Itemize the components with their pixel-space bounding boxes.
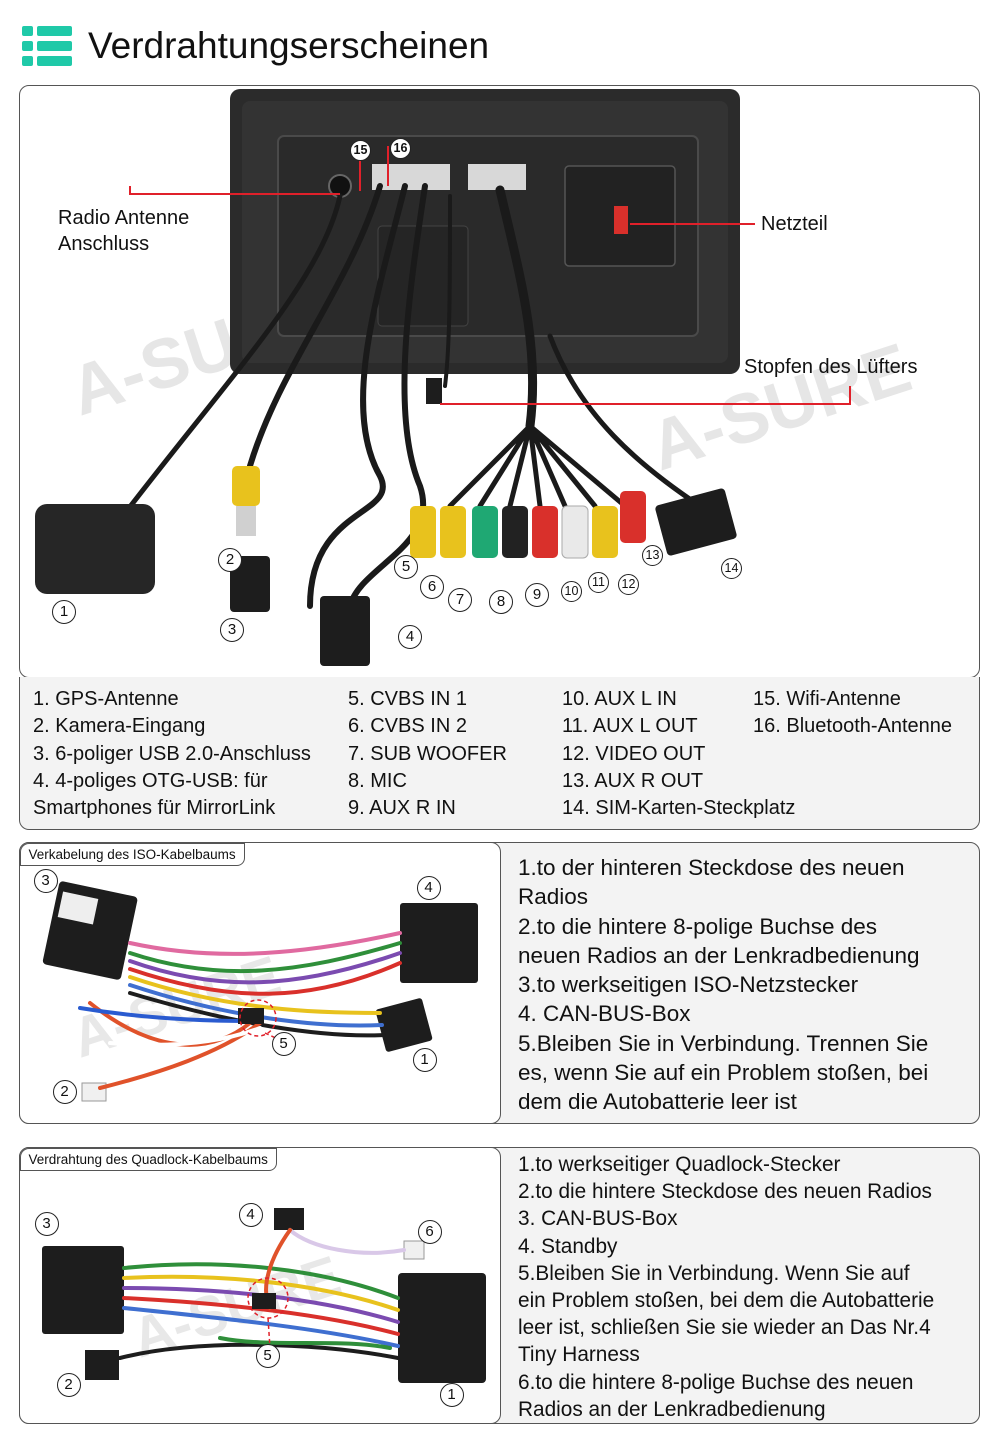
iso-line: neuen Radios an der Lenkradbedienung (518, 942, 920, 968)
marker-1: 1 (52, 600, 76, 624)
radio-back-illustration: A-SURE A-SURE (35, 89, 920, 666)
iso-line: es, wenn Sie auf ein Problem stoßen, bei (518, 1060, 929, 1086)
quad-marker-6: 6 (417, 1219, 442, 1244)
iso-marker-4: 4 (416, 875, 441, 900)
legend-item: 9. AUX R IN (348, 797, 456, 820)
marker-11: 11 (588, 572, 609, 593)
legend-item: 13. AUX R OUT (562, 769, 704, 792)
iso-marker-5: 5 (271, 1031, 296, 1056)
quadlock-line: Tiny Harness (518, 1343, 640, 1367)
quadlock-description: 1.to werkseitiger Quadlock-Stecker 2.to … (518, 1151, 934, 1423)
radio-antenna-callout: Radio Antenne Anschluss (58, 207, 190, 255)
quadlock-line: 1.to werkseitiger Quadlock-Stecker (518, 1153, 841, 1176)
page-title: Verdrahtungserscheinen (88, 25, 490, 66)
quadlock-image-area: A-SURE (18, 1146, 501, 1424)
marker-14: 14 (721, 558, 742, 579)
legend-item: 6. CVBS IN 2 (348, 715, 467, 738)
legend-item: 7. SUB WOOFER (348, 742, 507, 765)
quad-marker-1: 1 (439, 1382, 464, 1407)
marker-16: 16 (390, 138, 411, 159)
quadlock-line: 6.to die hintere 8-polige Buchse des neu… (518, 1370, 914, 1394)
legend-col-4: 15. Wifi-Antenne 16. Bluetooth-Antenne (753, 686, 952, 741)
iso-harness-illustration: A-SURE (42, 880, 478, 1101)
iso-line: Radios (518, 884, 589, 910)
legend-col-2: 5. CVBS IN 1 6. CVBS IN 2 7. SUB WOOFER … (348, 686, 507, 822)
marker-13: 13 (642, 545, 663, 566)
iso-marker-1: 1 (412, 1047, 437, 1072)
quadlock-harness-illustration: A-SURE (41, 1207, 486, 1383)
legend-item: 4. 4-poliges OTG-USB: für (33, 769, 268, 792)
legend-item: 3. 6-poliger USB 2.0-Anschluss (33, 742, 311, 765)
legend-item: 12. VIDEO OUT (562, 742, 706, 765)
legend-item: 8. MIC (348, 769, 407, 792)
iso-description: 1.to der hinteren Steckdose des neuen Ra… (518, 853, 928, 1117)
legend-col-1: 1. GPS-Antenne 2. Kamera-Eingang 3. 6-po… (33, 686, 311, 822)
legend-item: 10. AUX L IN (562, 688, 677, 710)
marker-4: 4 (398, 625, 422, 649)
marker-9: 9 (525, 583, 549, 607)
iso-image-area: A-SURE (18, 841, 501, 1124)
quad-marker-2: 2 (56, 1372, 81, 1397)
quadlock-line: 5.Bleiben Sie in Verbindung. Wenn Sie au… (518, 1261, 910, 1285)
iso-line: 1.to der hinteren Steckdose des neuen (518, 855, 905, 880)
legend-item: 5. CVBS IN 1 (348, 688, 467, 710)
connector-legend: 1. GPS-Antenne 2. Kamera-Eingang 3. 6-po… (19, 677, 980, 830)
quadlock-tab-label: Verdrahtung des Quadlock-Kabelbaums (19, 1147, 277, 1171)
quadlock-line: Radios an der Lenkradbedienung (518, 1397, 826, 1421)
quadlock-line: 4. Standby (518, 1234, 618, 1258)
legend-item: 14. SIM-Karten-Steckplatz (562, 797, 796, 820)
quad-marker-3: 3 (34, 1211, 59, 1236)
list-icon (22, 26, 72, 66)
marker-8: 8 (489, 590, 513, 614)
quad-marker-4: 4 (238, 1202, 263, 1227)
iso-line: 2.to die hintere 8-polige Buchse des (518, 913, 877, 939)
iso-tab-label: Verkabelung des ISO-Kabelbaums (19, 842, 245, 866)
legend-col-3: 10. AUX L IN 11. AUX L OUT 12. VIDEO OUT… (562, 686, 795, 822)
legend-item: Smartphones für MirrorLink (33, 797, 276, 820)
iso-line: 4. CAN-BUS-Box (518, 1001, 691, 1027)
quadlock-harness-panel: A-SURE (18, 1146, 980, 1424)
iso-line: 3.to werkseitigen ISO-Netzstecker (518, 972, 859, 998)
legend-item: 2. Kamera-Eingang (33, 715, 206, 738)
iso-marker-3: 3 (33, 868, 58, 893)
iso-line: dem die Autobatterie leer ist (518, 1089, 797, 1115)
legend-item: 11. AUX L OUT (562, 715, 698, 738)
iso-harness-panel: A-SURE (18, 841, 980, 1124)
legend-item: 16. Bluetooth-Antenne (753, 715, 953, 738)
iso-marker-2: 2 (52, 1079, 77, 1104)
radio-back-diagram-panel: A-SURE A-SURE (19, 85, 980, 678)
legend-item: 1. GPS-Antenne (33, 688, 179, 710)
quadlock-line: 3. CAN-BUS-Box (518, 1207, 678, 1231)
marker-5: 5 (394, 555, 418, 579)
marker-10: 10 (561, 581, 582, 602)
quad-marker-5: 5 (255, 1343, 280, 1368)
iso-line: 5.Bleiben Sie in Verbindung. Trennen Sie (518, 1030, 929, 1056)
quadlock-line: ein Problem stoßen, bei dem die Autobatt… (518, 1289, 935, 1313)
quadlock-line: leer ist, schließen Sie sie wieder an Da… (518, 1316, 931, 1340)
marker-3: 3 (220, 618, 244, 642)
power-callout: Netzteil (761, 213, 828, 235)
marker-12: 12 (618, 574, 639, 595)
legend-item: 15. Wifi-Antenne (753, 688, 901, 710)
fan-plug-callout: Stopfen des Lüfters (744, 356, 918, 378)
quadlock-line: 2.to die hintere Steckdose des neuen Rad… (518, 1180, 932, 1204)
marker-6: 6 (420, 575, 444, 599)
marker-7: 7 (448, 588, 472, 612)
marker-15: 15 (350, 140, 371, 161)
marker-2: 2 (218, 548, 242, 572)
